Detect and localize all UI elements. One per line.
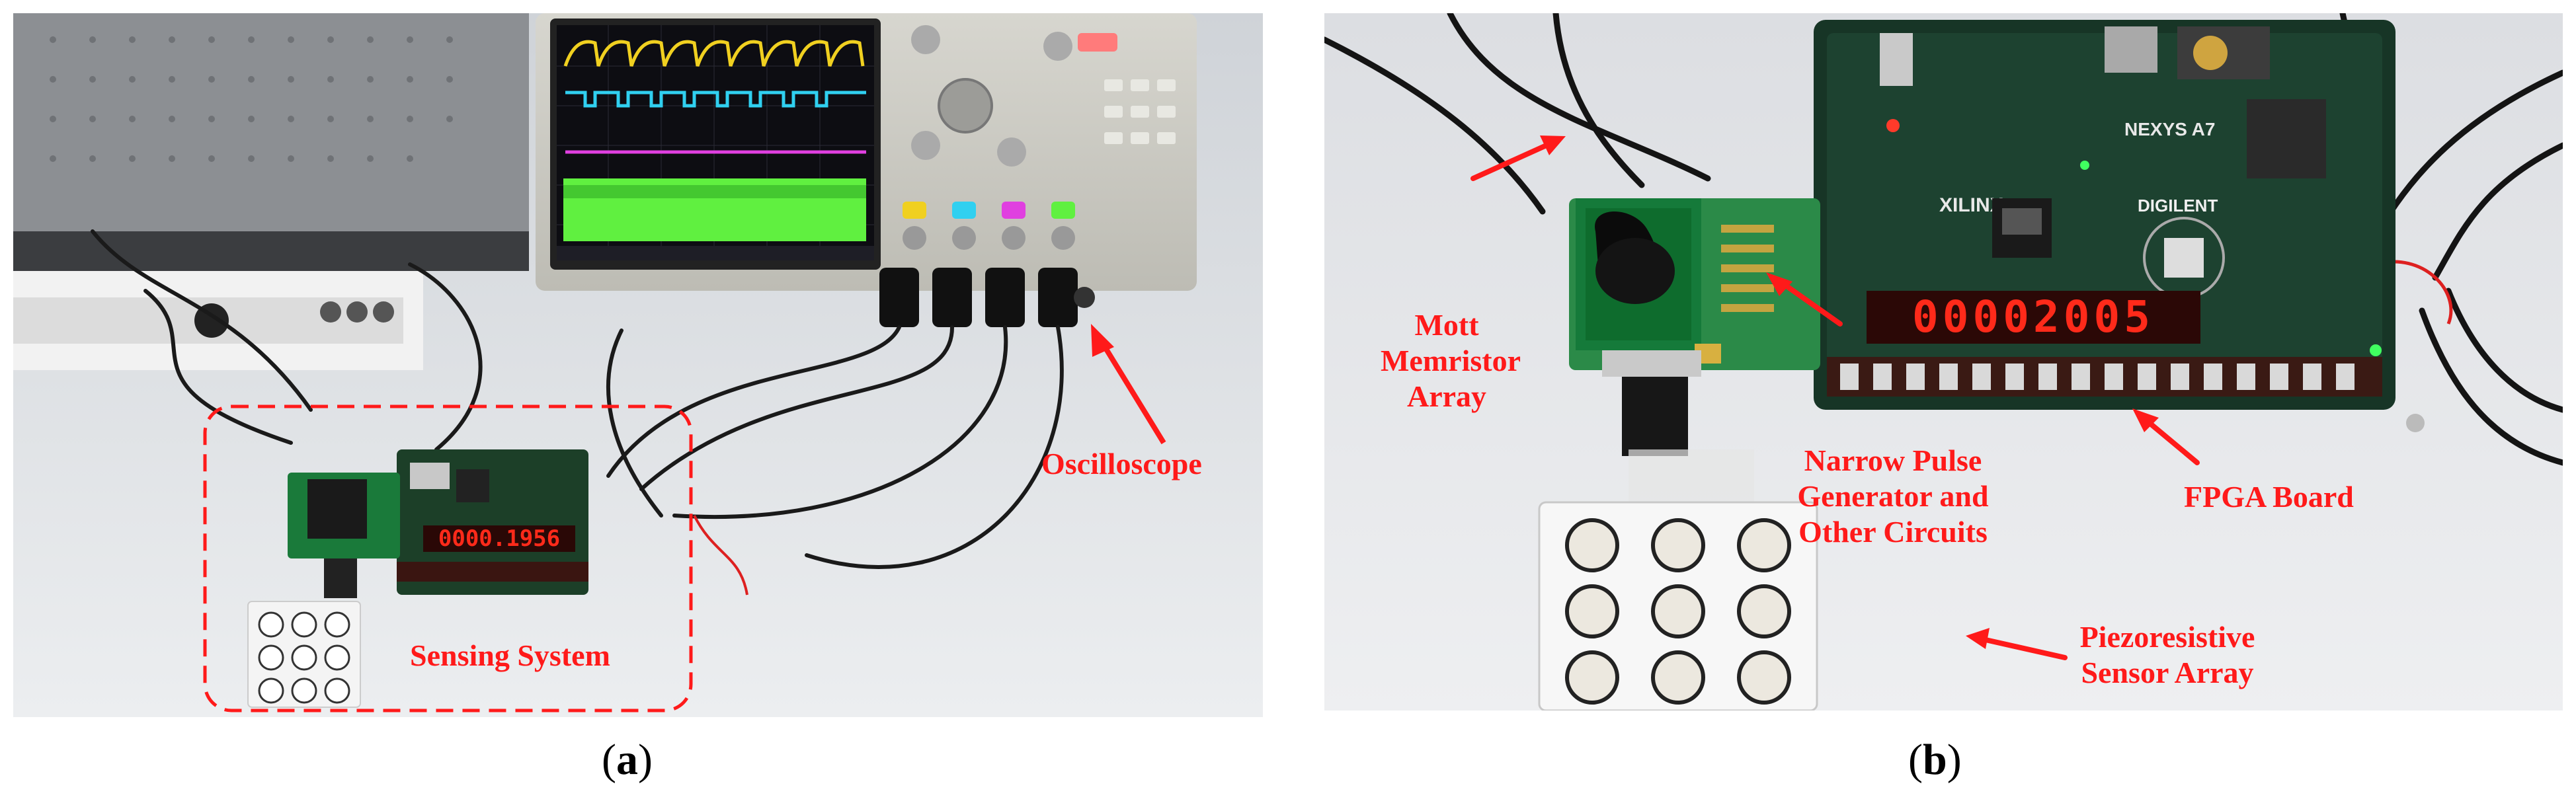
label-mott-memristor-array: Mott Memristor Array (1381, 307, 1521, 414)
label-narrow-pulse-generator: Narrow Pulse Generator and Other Circuit… (1787, 443, 1999, 550)
piezoresistive-sensor-array (1538, 449, 1818, 711)
fpga-board-small: 0000.1956 (397, 449, 588, 595)
label-sensor-line-2: Sensor Array (2081, 656, 2254, 689)
caption-b-close: ) (1947, 736, 1962, 784)
label-npg-line-1: Narrow Pulse (1804, 443, 1982, 477)
caption-a-letter: a (616, 736, 638, 784)
annotation-arrows (1470, 135, 2200, 660)
memristor-board (1569, 198, 1820, 456)
photo-panel-a: 0000.1956 Oscilloscope Sensing System (13, 13, 1263, 717)
label-mott-line-2: Memristor (1381, 344, 1521, 377)
caption-b-open: ( (1908, 736, 1923, 784)
oscilloscope-arrow (1091, 324, 1166, 445)
memristor-board-small (288, 473, 400, 598)
sensing-system-outline (203, 404, 693, 712)
label-sensing-system: Sensing System (410, 638, 610, 672)
trace-cyan (565, 91, 866, 108)
caption-b: (b) (1908, 735, 1962, 785)
label-npg-line-3: Other Circuits (1798, 515, 1988, 549)
label-fpga-board: FPGA Board (2184, 480, 2354, 514)
sensor-array-small (247, 601, 361, 708)
optical-table (13, 13, 529, 231)
trace-yellow (563, 40, 865, 67)
seven-segment-display (1867, 291, 2200, 344)
board-a-led-display: 0000.1956 (438, 525, 560, 552)
probe-cables (91, 229, 1064, 569)
label-npg-line-2: Generator and (1797, 479, 1989, 513)
oscilloscope-device (536, 13, 1197, 327)
board-b-led-display: 00002005 (1912, 291, 2154, 342)
lab-setup-photo: 0000.1956 (13, 13, 1263, 717)
caption-a-open: ( (602, 736, 616, 784)
fpga-board: NEXYS A7 XILINX DIGILENT 00002005 (1814, 20, 2395, 410)
photo-panel-b: NEXYS A7 XILINX DIGILENT 00002005 (1324, 13, 2563, 711)
label-sensor-line-1: Piezoresistive (2079, 620, 2255, 654)
board-name-text: NEXYS A7 (2124, 119, 2215, 139)
label-piezoresistive-sensor-array: Piezoresistive Sensor Array (2062, 619, 2273, 691)
digilent-logo-text: DIGILENT (2138, 196, 2218, 215)
caption-a: (a) (602, 735, 653, 785)
label-mott-line-1: Mott (1414, 308, 1479, 342)
caption-b-letter: b (1922, 736, 1947, 784)
label-mott-line-3: Array (1406, 379, 1487, 413)
label-oscilloscope: Oscilloscope (1041, 447, 1202, 480)
caption-a-close: ) (637, 736, 653, 784)
closeup-photo: NEXYS A7 XILINX DIGILENT 00002005 (1324, 13, 2563, 711)
